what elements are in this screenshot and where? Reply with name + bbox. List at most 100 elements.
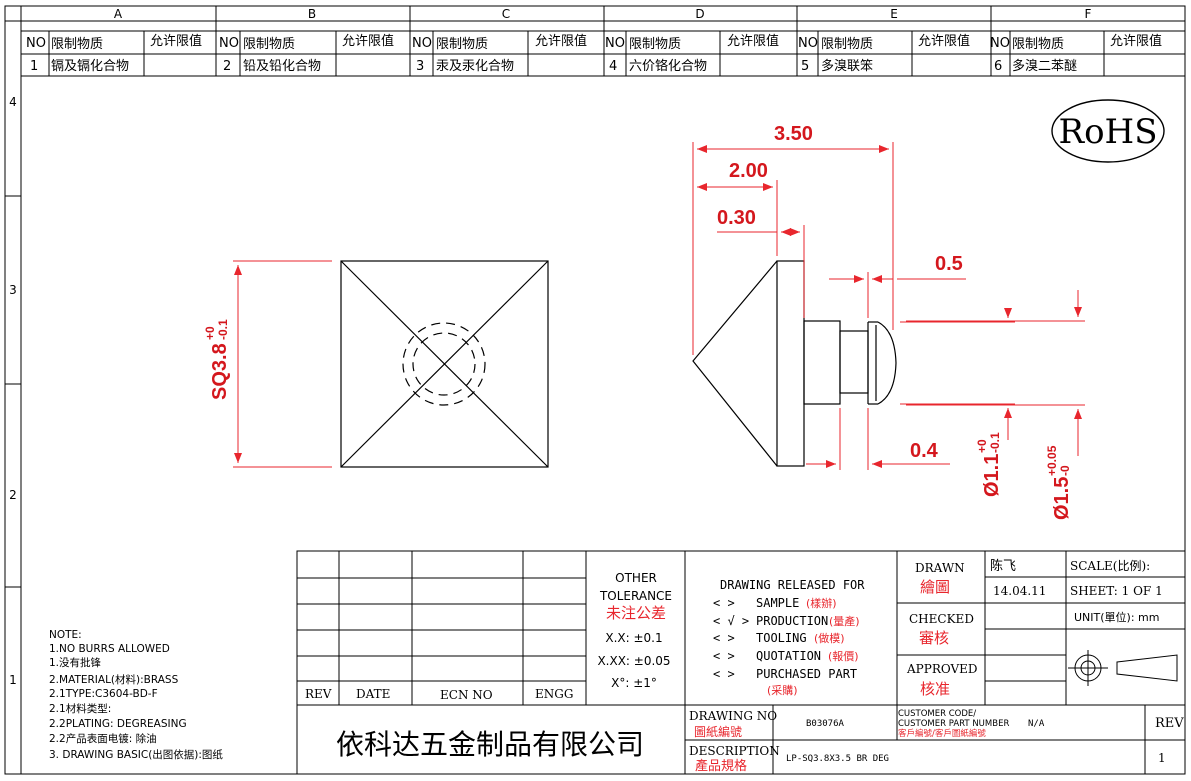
notes-title: NOTE: — [49, 629, 82, 641]
release-tooling-cn: (做模) — [814, 631, 845, 645]
release-purchased-cn: (采購) — [767, 683, 798, 697]
tolerance-title-2: TOLERANCE — [599, 589, 672, 603]
note-line-6: 2.2PLATING: DEGREASING — [49, 718, 187, 730]
company-name: 依科达五金制品有限公司 — [336, 728, 644, 761]
rt-no-4: 4 — [609, 59, 617, 74]
drawing-no-value: B03076A — [806, 719, 845, 729]
customer-label-cn: 客戶編號/客戶圖紙編號 — [898, 728, 986, 739]
rohs-badge: RoHS — [1051, 99, 1165, 163]
zone-row-2: 2 — [9, 488, 17, 502]
title-block-grid — [296, 550, 1186, 775]
release-quotation-cn: (報價) — [828, 649, 859, 663]
note-line-7: 2.2产品表面电镀: 除油 — [49, 732, 157, 745]
sheet-label: SHEET: 1 OF 1 — [1070, 584, 1163, 598]
rt-no-5: 5 — [801, 59, 809, 74]
rt-h-no-6: NO — [990, 36, 1010, 51]
rt-h-no-1: NO — [26, 36, 46, 51]
customer-label-2: CUSTOMER PART NUMBER — [898, 719, 1009, 729]
zone-col-e: E — [890, 7, 898, 21]
drawing-no-label: DRAWING NO — [689, 709, 777, 723]
description-label-cn: 產品規格 — [695, 758, 747, 774]
notes: NOTE: 1.NO BURRS ALLOWED 1.没有批锋 2.MATERI… — [49, 629, 223, 761]
dim-neck-dia-lower: -0 — [1058, 465, 1072, 476]
engg-col-label: ENGG — [535, 687, 573, 701]
rt-no-6: 6 — [994, 59, 1002, 74]
rt-h-no-5: NO — [798, 36, 818, 51]
release-quotation: QUOTATION — [756, 649, 821, 663]
revision-block: REV DATE ECN NO ENGG — [305, 687, 573, 702]
zone-col-a: A — [114, 7, 123, 21]
projection-symbol-icon — [1068, 650, 1178, 686]
side-view-dimensions — [692, 142, 1085, 470]
tolerance-xx: X.X: ±0.1 — [605, 631, 662, 645]
rt-h-no-4: NO — [605, 36, 625, 51]
rt-no-1: 1 — [30, 59, 38, 74]
release-purchased: PURCHASED PART — [756, 667, 857, 681]
release-mark-production: < √ > — [713, 614, 749, 628]
customer-label-1: CUSTOMER CODE/ — [898, 709, 976, 719]
square-dimension: SQ3.8 +0 -0.1 — [203, 260, 332, 468]
rt-h-lim-2: 允许限值 — [342, 33, 394, 49]
side-view-dimension-text: 3.50 2.00 0.30 0.5 0.4 Ø1.1 +0 -0.1 Ø1.5… — [717, 123, 1073, 520]
tolerance-title-cn: 未注公差 — [606, 604, 666, 622]
rt-sub-5: 多溴联笨 — [821, 58, 873, 74]
dim-tip-length: 0.30 — [717, 207, 756, 229]
zone-row-1: 1 — [9, 673, 17, 687]
rt-h-sub-2: 限制物质 — [243, 37, 295, 52]
zone-row-4: 4 — [9, 95, 17, 109]
release-production: PRODUCTION — [756, 614, 828, 628]
dim-pin-dia-lower: -0.1 — [988, 432, 1002, 453]
note-line-2: 1.没有批锋 — [49, 656, 102, 669]
rt-h-lim-4: 允许限值 — [727, 33, 779, 49]
dim-overall-length: 3.50 — [774, 123, 813, 145]
release-tooling: TOOLING — [756, 631, 807, 645]
rev-value: 1 — [1158, 751, 1166, 765]
description-label: DESCRIPTION — [689, 744, 780, 758]
rev-col-label: REV — [305, 687, 332, 701]
drawing-no-label-cn: 圖紙編號 — [694, 724, 742, 739]
sq-dim-base: SQ3.8 — [209, 343, 231, 400]
unit-label: UNIT(單位): mm — [1074, 610, 1159, 624]
drawn-date: 14.04.11 — [993, 584, 1046, 598]
dim-neck-dia-base: Ø1.5 — [1051, 477, 1073, 520]
zone-row-3: 3 — [9, 283, 17, 297]
release-title: DRAWING RELEASED FOR — [720, 578, 865, 592]
description-value: LP-SQ3.8X3.5 BR DEG — [786, 754, 889, 764]
rt-h-no-2: NO — [219, 36, 239, 51]
release-mark-quotation: < > — [713, 649, 735, 663]
restriction-table-grid — [21, 21, 1185, 77]
note-line-8: 3. DRAWING BASIC(出图依据):图纸 — [49, 748, 223, 761]
release-block: DRAWING RELEASED FOR < > SAMPLE (樣辦) < √… — [713, 578, 865, 697]
rt-no-3: 3 — [416, 59, 424, 74]
rev-label: REV — [1155, 716, 1184, 731]
tolerance-angle: X°: ±1° — [611, 676, 657, 690]
sq-dim-upper: +0 — [203, 326, 217, 340]
rt-sub-2: 铅及铅化合物 — [243, 59, 321, 74]
dim-head-length: 2.00 — [729, 160, 768, 182]
drawing-frame — [4, 5, 1186, 775]
zone-col-b: B — [308, 7, 316, 21]
release-production-cn: (量產) — [829, 614, 860, 628]
date-col-label: DATE — [356, 687, 390, 701]
note-line-4: 2.1TYPE:C3604-BD-F — [49, 688, 158, 700]
note-line-3: 2.MATERIAL(材料):BRASS — [49, 673, 179, 686]
release-mark-tooling: < > — [713, 631, 735, 645]
rohs-label: RoHS — [1058, 112, 1157, 152]
dim-pin-dia-base: Ø1.1 — [981, 454, 1003, 497]
rt-no-2: 2 — [223, 59, 231, 74]
drawn-by: 陈飞 — [990, 558, 1016, 574]
restriction-table: NO 限制物质 允许限值 1 镉及镉化合物 NO 限制物质 允许限值 2 铅及铅… — [26, 33, 1162, 74]
approved-label: APPROVED — [906, 662, 978, 676]
checked-label: CHECKED — [909, 612, 974, 626]
tolerance-block: OTHER TOLERANCE 未注公差 X.X: ±0.1 X.XX: ±0.… — [597, 571, 672, 690]
rt-h-lim-1: 允许限值 — [150, 33, 202, 49]
rt-h-sub-3: 限制物质 — [436, 37, 488, 52]
drawn-label: DRAWN — [915, 561, 965, 575]
rt-h-lim-3: 允许限值 — [535, 33, 587, 49]
dim-neck-dia-upper: +0.05 — [1045, 445, 1059, 476]
approvals-block: DRAWN 繪圖 陈飞 14.04.11 CHECKED 審核 APPROVED… — [906, 558, 1046, 698]
scale-label: SCALE(比例): — [1070, 559, 1150, 573]
rt-h-sub-5: 限制物质 — [821, 37, 873, 52]
approved-cn: 核准 — [920, 680, 950, 698]
